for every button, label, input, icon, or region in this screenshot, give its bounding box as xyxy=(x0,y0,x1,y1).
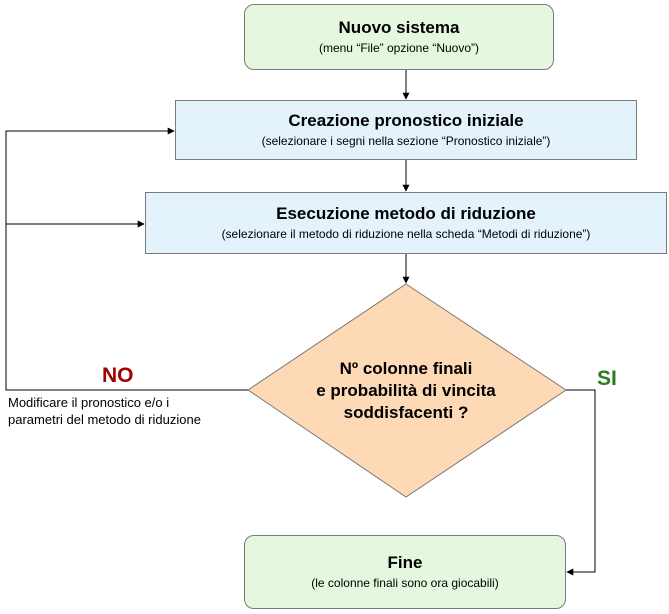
decision-node-text: Nº colonne finali e probabilità di vinci… xyxy=(278,358,534,424)
process-node-creazione-pronostico: Creazione pronostico iniziale (seleziona… xyxy=(175,100,637,160)
end-node-subtitle: (le colonne finali sono ora giocabili) xyxy=(311,576,499,590)
decision-line-1: Nº colonne finali xyxy=(339,359,473,378)
loop-note-line-2: parametri del metodo di riduzione xyxy=(8,412,201,427)
decision-diamond xyxy=(247,283,567,498)
start-node-title: Nuovo sistema xyxy=(338,18,460,37)
arrow-si-to-fine xyxy=(566,389,596,576)
process-node-esecuzione-metodo: Esecuzione metodo di riduzione (selezion… xyxy=(145,192,667,254)
process-node-subtitle: (selezionare il metodo di riduzione nell… xyxy=(221,227,591,241)
branch-label-no: NO xyxy=(102,364,134,387)
process-node-title: Esecuzione metodo di riduzione xyxy=(276,204,536,223)
decision-line-3: soddisfacenti ? xyxy=(343,403,469,422)
loop-note-line-1: Modificare il pronostico e/o i xyxy=(8,395,170,410)
start-node-subtitle: (menu “File” opzione “Nuovo”) xyxy=(318,41,480,55)
decision-line-2: e probabilità di vincita xyxy=(316,381,496,400)
loop-note: Modificare il pronostico e/o i parametri… xyxy=(8,394,253,428)
end-node-title: Fine xyxy=(387,553,423,572)
start-node-nuovo-sistema: Nuovo sistema (menu “File” opzione “Nuov… xyxy=(244,4,554,70)
branch-label-si: SI xyxy=(597,367,617,390)
end-node-fine: Fine (le colonne finali sono ora giocabi… xyxy=(244,535,566,609)
arrow-no-loop-creazione xyxy=(5,127,248,391)
process-node-subtitle: (selezionare i segni nella sezione “Pron… xyxy=(261,134,551,148)
process-node-title: Creazione pronostico iniziale xyxy=(288,111,524,130)
